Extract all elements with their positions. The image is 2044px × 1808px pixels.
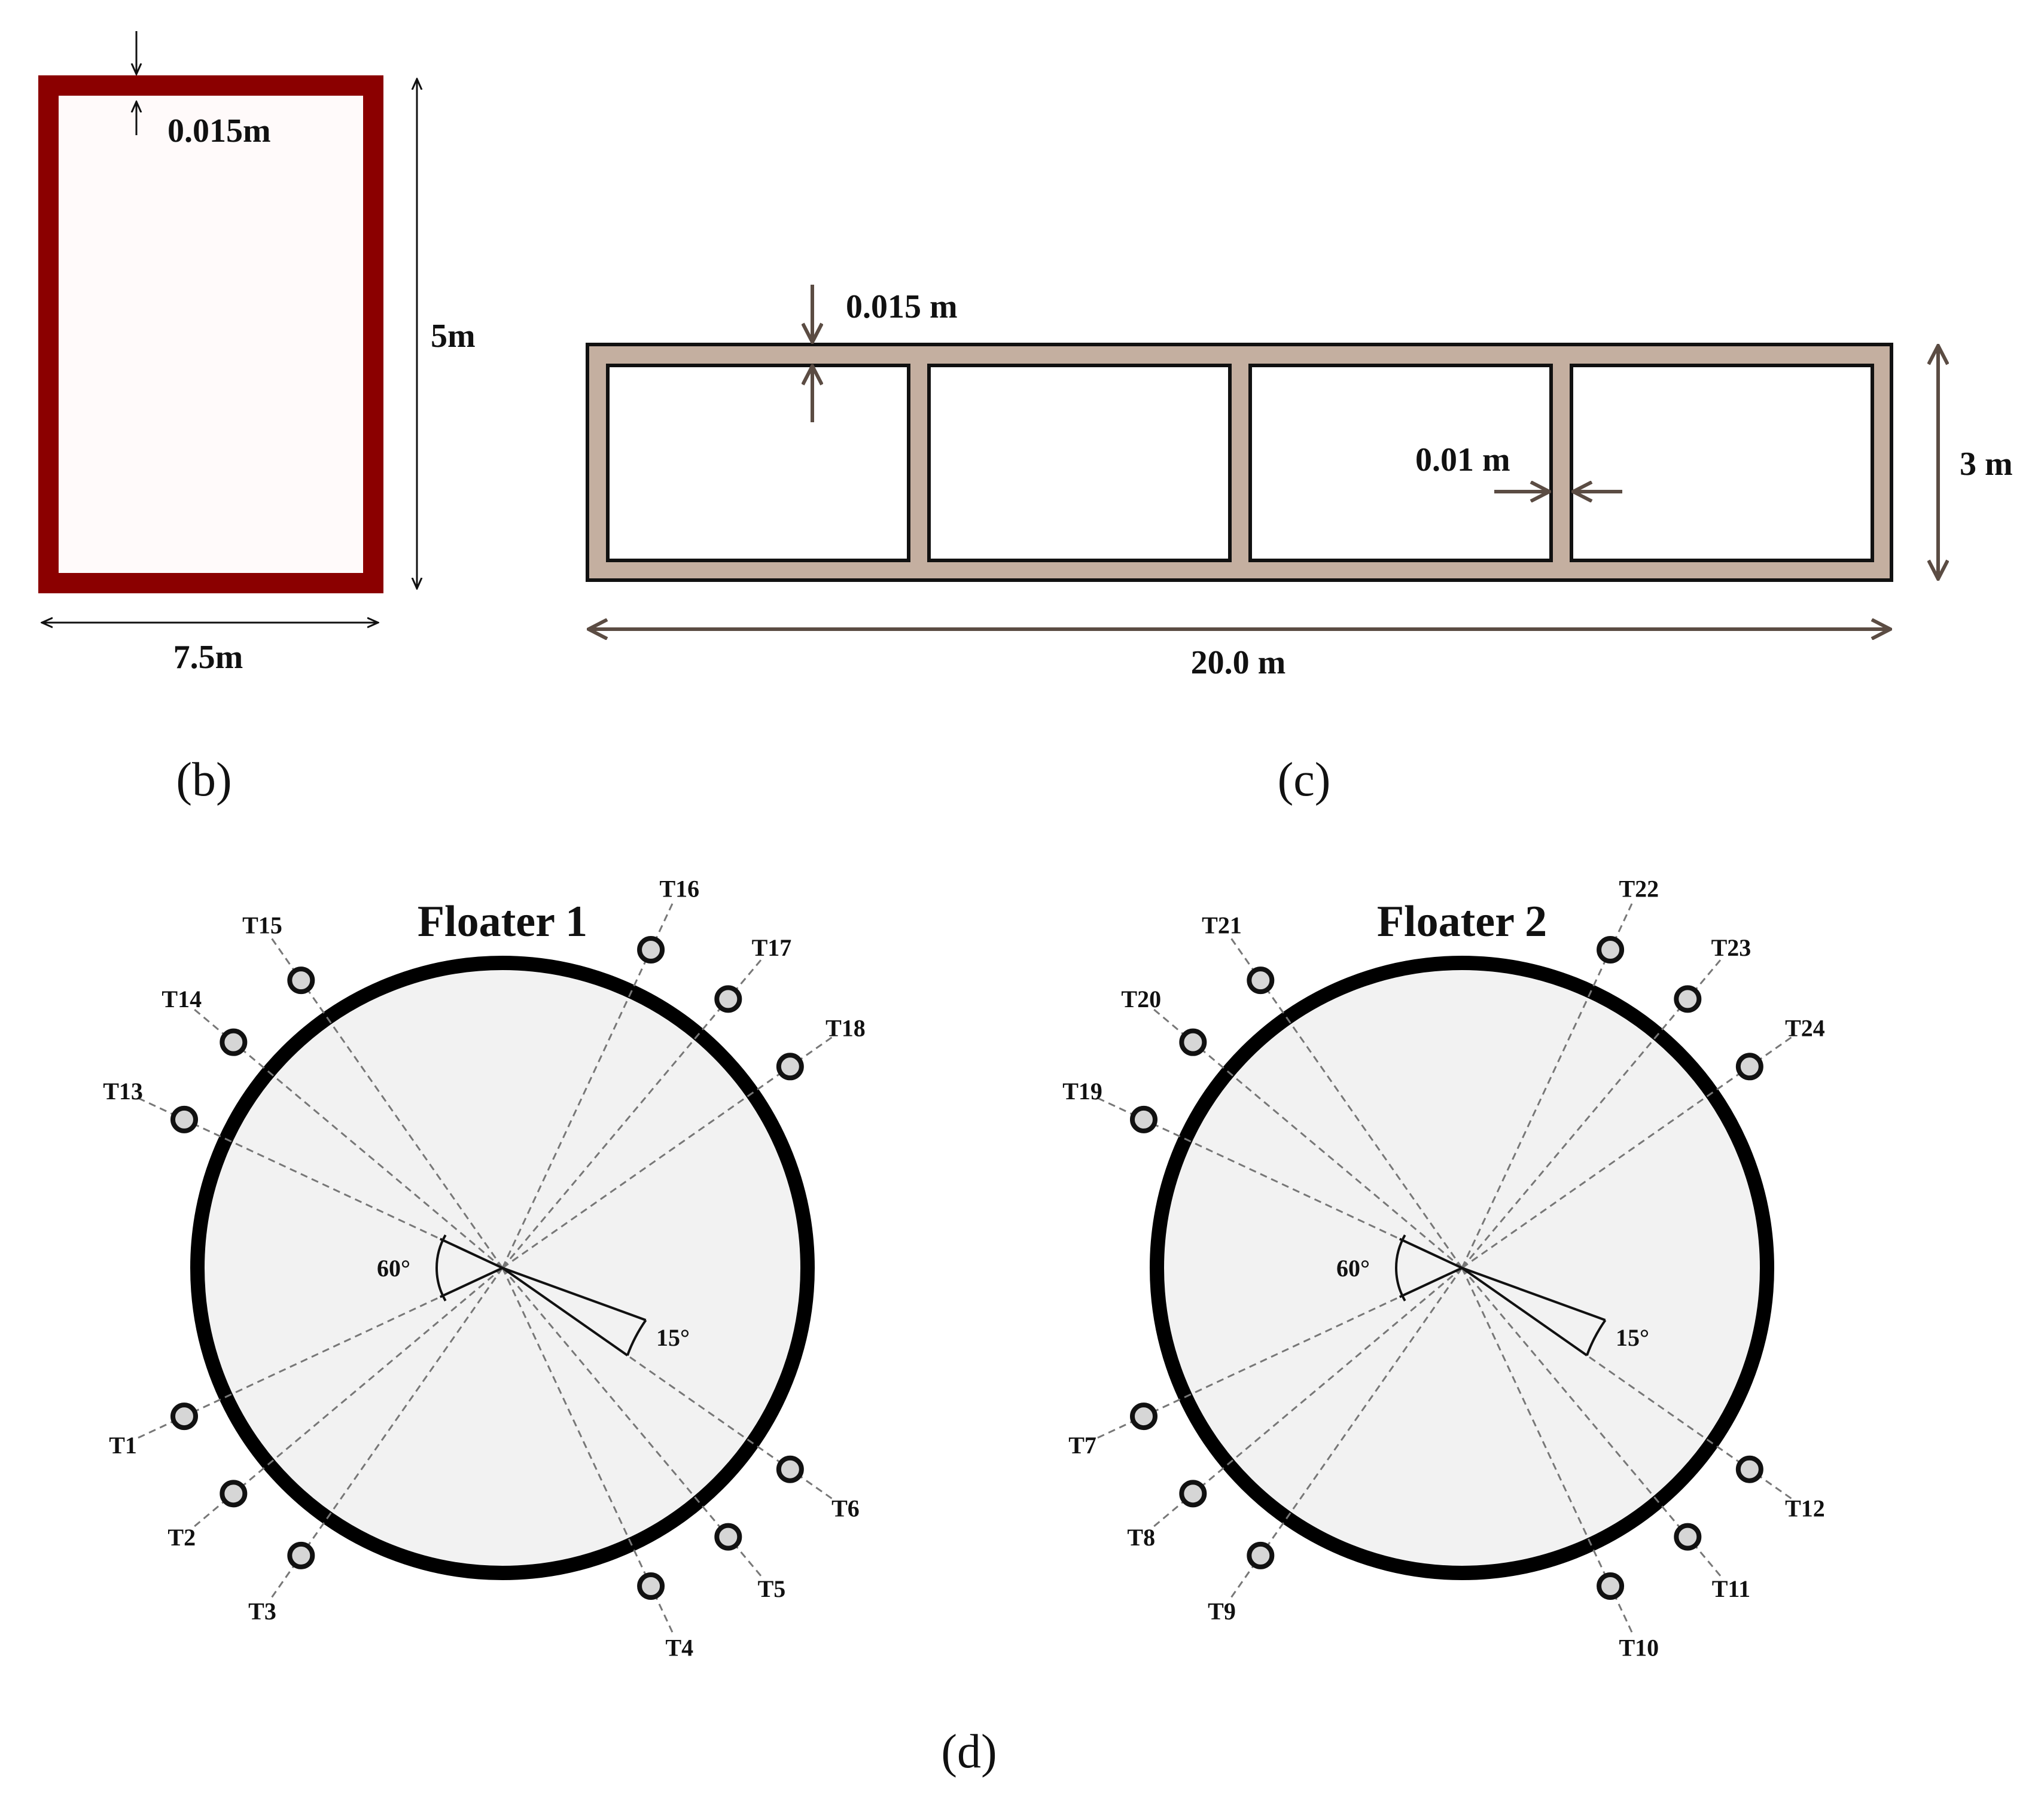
floater-1-anchor-T14 [220,1028,248,1056]
panel-c-compartment-2 [927,364,1232,562]
floater-1-title: Floater 1 [418,897,587,946]
floater-1-anchor-T6 [776,1455,804,1483]
panel-c-compartment-4 [1570,364,1874,562]
floater-1-tether-label-T1: T1 [109,1432,137,1459]
floater-2-angle-large-ray-a [1399,1237,1463,1269]
floater-1-anchor-T2 [220,1480,248,1508]
floater-2-angle-small-label: 15° [1616,1324,1649,1351]
floater-2-anchor-T7 [1129,1403,1157,1431]
panel-c-compartment-1 [606,364,910,562]
floater-1-tether-label-T16: T16 [659,876,699,903]
floater-1-anchor-T16 [637,935,665,964]
floater-2-anchor-T23 [1674,985,1702,1013]
panel-b-width-label: 7.5m [173,639,243,676]
floater-2-tether-label-T23: T23 [1711,934,1751,961]
floater-2-anchor-T9 [1247,1541,1275,1569]
floater-1-anchor-T15 [287,966,315,995]
floater-1-tether-label-T5: T5 [758,1575,786,1602]
floater-2-anchor-T22 [1597,935,1625,964]
panel-b-tank [38,75,383,593]
floater-2-anchor-T11 [1674,1523,1702,1551]
floater-1-anchor-T17 [714,985,742,1013]
floater-2-anchor-T20 [1179,1028,1207,1056]
floater-1-angle-large-arc [435,1234,447,1301]
floater-1-tether-label-T6: T6 [831,1495,860,1522]
floater-2-tether-label-T20: T20 [1121,986,1161,1013]
floater-1-angle-large-ray-a [439,1237,503,1269]
panel-b-height-label: 5m [431,318,476,355]
floater-1-anchor-T5 [714,1523,742,1551]
floater-2-tether-label-T22: T22 [1619,876,1659,903]
floater-1-tether-label-T4: T4 [665,1634,693,1661]
panel-b-caption: (b) [176,754,231,806]
floater-2-tether-label-T10: T10 [1619,1634,1659,1661]
floater-1-anchor-T18 [776,1053,804,1081]
floater-2-anchor-T21 [1247,966,1275,995]
floater-2-anchor-T19 [1129,1105,1157,1133]
panel-c-length-label: 20.0 m [1191,644,1286,681]
floater-1-angle-small-label: 15° [656,1324,690,1351]
floater-2-angle-small-ray-a [1461,1267,1588,1356]
floater-1-anchor-T4 [637,1572,665,1600]
floater-1-angle-small-ray-b [502,1267,647,1322]
floater-2-angle-small-ray-b [1461,1267,1606,1322]
panel-c-height-label: 3 m [1960,446,2013,483]
floater-2-tether-label-T9: T9 [1208,1597,1236,1624]
floater-1-tether-label-T14: T14 [162,986,202,1013]
floater-2-angle-large-ray-b [1399,1267,1463,1298]
floater-2-anchor-T24 [1735,1053,1763,1081]
floater-1-tether-label-T18: T18 [825,1014,866,1041]
floater-1-anchor-T13 [170,1105,198,1133]
panel-c-compartment-3 [1248,364,1553,562]
floater-1-angle-small-arc [626,1319,647,1356]
panel-c-caption: (c) [1278,754,1331,806]
panel-c: 0.015 m 0.01 m 3 m 20.0 m (c) [586,285,2013,806]
floater-2-anchor-T12 [1735,1455,1763,1483]
floater-1-tether-label-T2: T2 [167,1524,196,1551]
floater-2-anchor-T8 [1179,1480,1207,1508]
floater-2-tether-label-T21: T21 [1202,912,1242,939]
floater-2-angle-large-label: 60° [1336,1255,1370,1282]
floater-1-tether-label-T3: T3 [248,1597,276,1624]
floater-1-tether-label-T13: T13 [103,1078,143,1105]
floater-2-tether-label-T7: T7 [1068,1432,1096,1459]
panel-b-thickness-label: 0.015m [167,112,271,150]
panel-b: 0.015m 5m 7.5m (b) [38,31,476,806]
floater-1-tether-label-T15: T15 [242,912,282,939]
panel-c-partition-label: 0.01 m [1415,441,1510,478]
floater-2-tether-label-T8: T8 [1127,1524,1155,1551]
floater-2-angle-small-arc [1586,1319,1607,1356]
floater-2-tether-label-T19: T19 [1062,1078,1102,1105]
floater-1-angle-large-ray-b [439,1267,503,1298]
floater-1-anchor-T1 [170,1403,198,1431]
floater-2-anchor-T10 [1597,1572,1625,1600]
floater-2-angle-large-arc [1395,1234,1406,1301]
panel-c-thickness-label: 0.015 m [846,288,958,325]
floater-2-tether-label-T24: T24 [1785,1014,1825,1041]
floater-1-angle-large-label: 60° [377,1255,410,1282]
floater-1-angle-small-ray-a [501,1267,629,1356]
floater-2-title: Floater 2 [1377,897,1547,946]
floater-2-tether-label-T12: T12 [1785,1495,1825,1522]
floater-1-anchor-T3 [287,1541,315,1569]
panel-d-caption: (d) [941,1725,997,1778]
floater-1-tether-label-T17: T17 [752,934,792,961]
floater-2-tether-label-T11: T11 [1712,1575,1750,1602]
